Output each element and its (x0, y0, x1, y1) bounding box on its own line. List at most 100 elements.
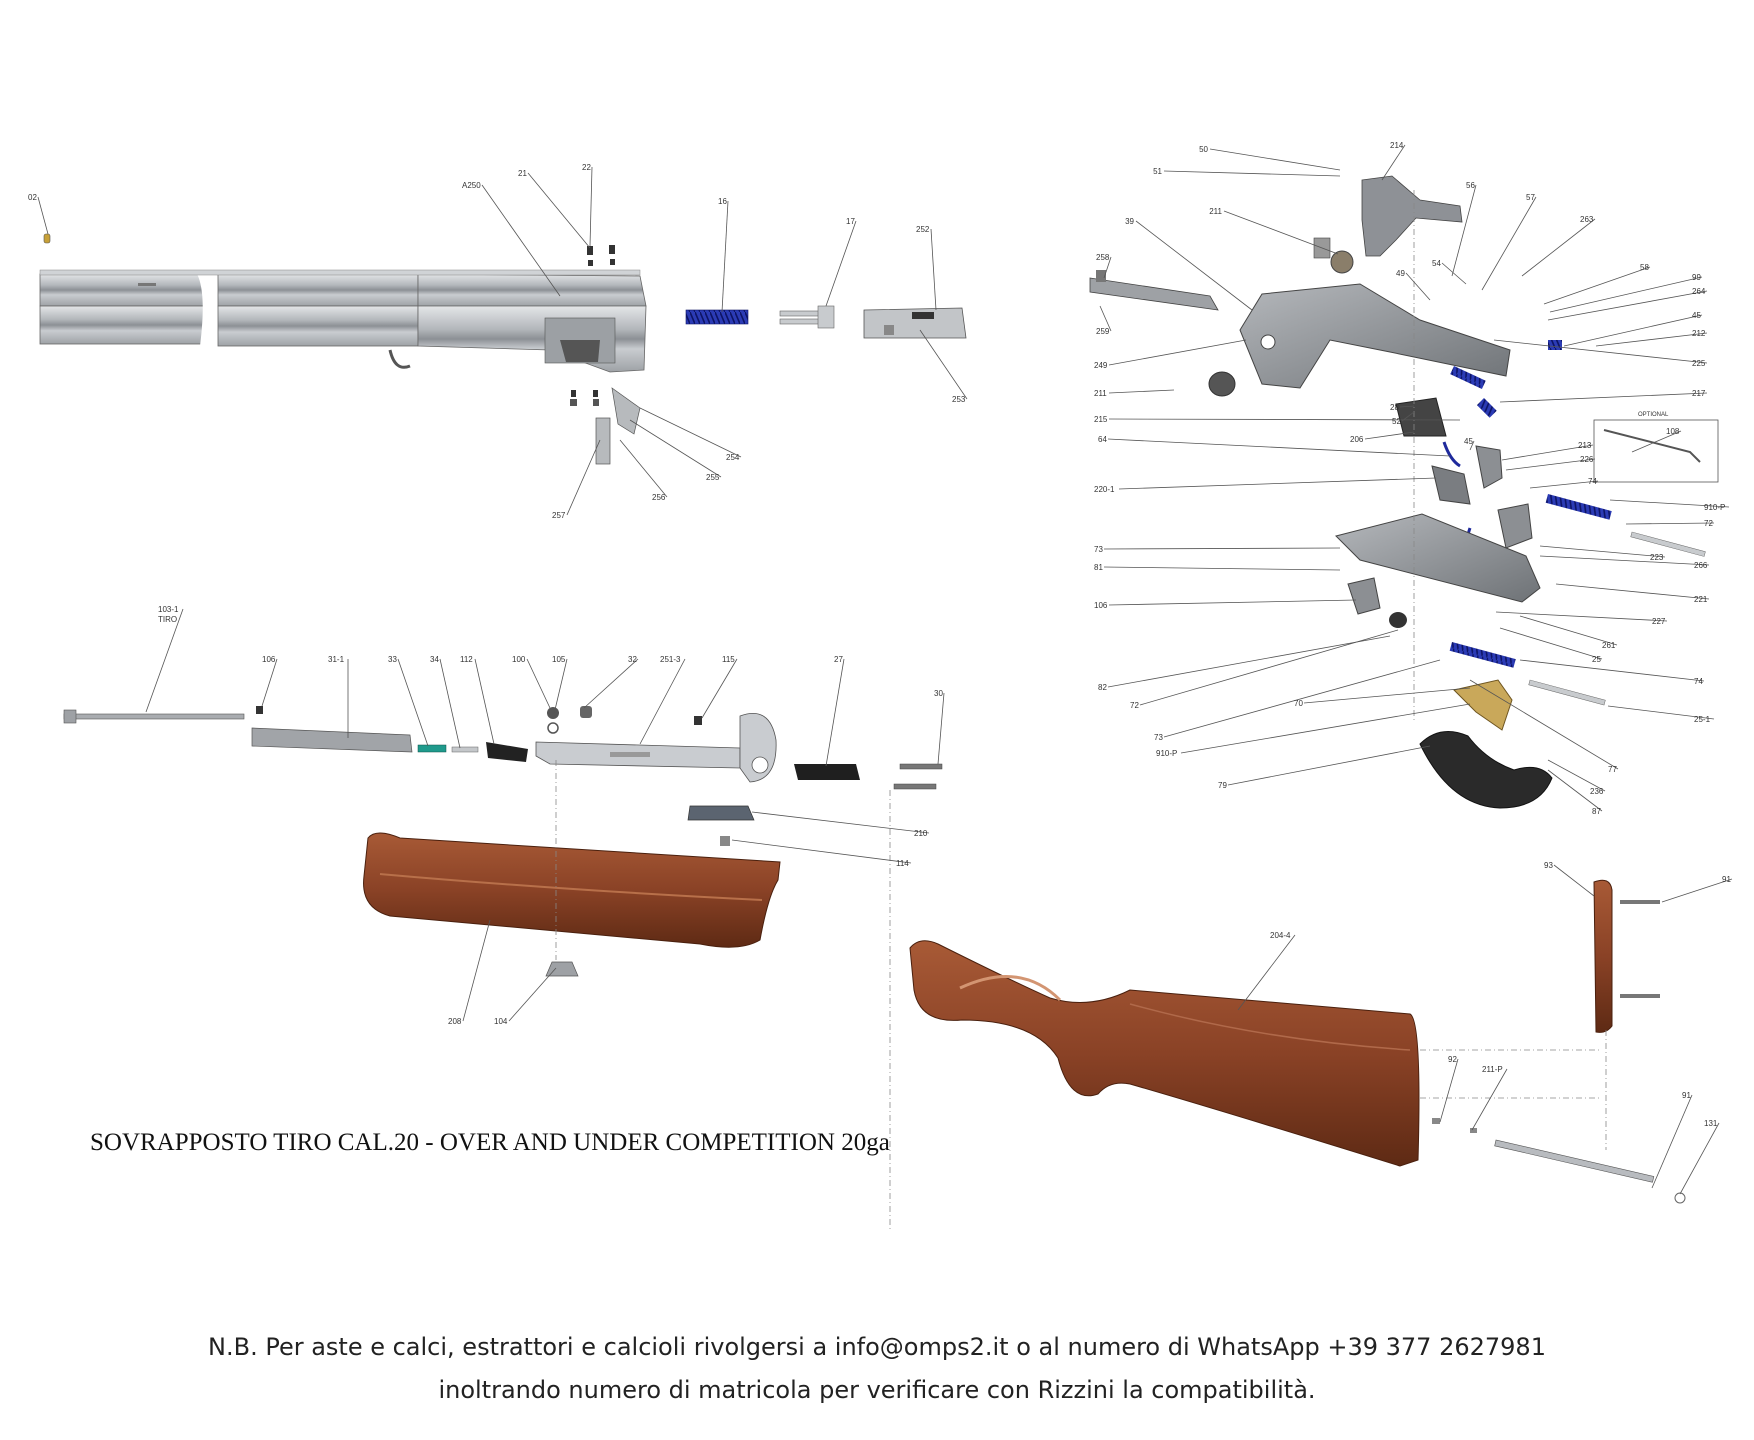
bar-258-259 (1089, 277, 1219, 311)
leader-action-14 (1595, 332, 1708, 347)
leader-action-4 (1451, 184, 1477, 277)
leader-action-20 (1499, 392, 1708, 403)
leader-action-33 (1625, 522, 1715, 525)
leader-action-41 (1519, 615, 1618, 646)
part-label-barrel-2: 21 (518, 169, 527, 178)
washer-131 (1674, 1192, 1686, 1204)
part-label-action-9: 54 (1432, 259, 1441, 268)
part-label-action-15: 225 (1692, 359, 1706, 368)
leader-action-6 (1521, 218, 1596, 277)
part-label-action-44: 74 (1694, 677, 1703, 686)
leader-action-26 (1469, 440, 1475, 451)
leader-action-16 (1103, 256, 1112, 279)
leader-stock-1 (1661, 878, 1733, 903)
leader-stock-4 (1471, 1068, 1508, 1131)
part-label-forend-7: 100 (512, 655, 526, 664)
part-label-action-52: 236 (1590, 787, 1604, 796)
cam-211 (1330, 250, 1354, 274)
part-label-action-50: 77 (1608, 765, 1617, 774)
leader-barrel-8 (639, 407, 742, 458)
part-label-action-31: 74 (1588, 477, 1597, 486)
pin-73b (1528, 679, 1606, 706)
part-label-action-51: 79 (1218, 781, 1227, 790)
leader-action-12 (1547, 290, 1708, 321)
leader-action-3 (1223, 210, 1339, 255)
part-label-forend-13: 30 (934, 689, 943, 698)
part-label-action-12: 264 (1692, 287, 1706, 296)
part-label-forend-9: 32 (628, 655, 637, 664)
part-label-action-10: 58 (1640, 263, 1649, 272)
part-label-barrel-11: 257 (552, 511, 566, 520)
part-label-barrel-6: 252 (916, 225, 930, 234)
part-label-forend-2: 106 (262, 655, 276, 664)
part-label-action-33: 72 (1704, 519, 1713, 528)
part-labels: 02A25021221617252253254255256257103-1TIR… (28, 141, 1731, 1128)
part-label-action-43: 82 (1098, 683, 1107, 692)
part-label-barrel-5: 17 (846, 217, 855, 226)
part-label-action-28: 226 (1580, 455, 1594, 464)
leader-action-17 (1099, 305, 1112, 332)
diagram-title: SOVRAPPOSTO TIRO CAL.20 - OVER AND UNDER… (90, 1129, 890, 1156)
leader-action-49 (1180, 703, 1471, 754)
part-label-stock-4: 211-P (1482, 1065, 1503, 1074)
leader-action-37 (1103, 566, 1341, 571)
leader-action-35 (1539, 545, 1666, 558)
leader-action-2 (1163, 170, 1341, 177)
part-label-barrel-10: 256 (652, 493, 666, 502)
part-label-stock-5: 91 (1682, 1091, 1691, 1100)
stock-wood-204-4 (909, 940, 1420, 1167)
barrels (39, 267, 647, 373)
screw-114 (720, 836, 730, 846)
part-label-action-35: 223 (1650, 553, 1664, 562)
leader-barrel-11 (566, 439, 601, 516)
leader-forend-11 (701, 658, 738, 719)
optional-label: OPTIONAL (1638, 412, 1669, 418)
leader-forend-5 (439, 658, 461, 749)
leader-forend-16 (462, 919, 491, 1022)
leader-forend-10 (639, 658, 686, 745)
leader-stock-0 (1553, 864, 1595, 897)
part-label-forend-1: TIRO (158, 615, 177, 624)
leader-barrel-1 (481, 184, 561, 297)
part-label-barrel-8: 254 (726, 453, 740, 462)
part-label-forend-0: 103-1 (158, 605, 179, 614)
screw-32 (580, 706, 592, 718)
part-label-action-24: 64 (1098, 435, 1107, 444)
leader-action-18 (1108, 339, 1247, 366)
screws-21-22 (587, 245, 615, 266)
part-label-forend-12: 27 (834, 655, 843, 664)
leader-action-24 (1107, 438, 1451, 457)
part-label-barrel-7: 253 (952, 395, 966, 404)
leader-action-48 (1163, 659, 1441, 738)
leader-action-25 (1364, 431, 1415, 440)
part-label-action-1: 214 (1390, 141, 1404, 150)
part-label-action-41: 261 (1602, 641, 1616, 650)
part-label-barrel-4: 16 (718, 197, 727, 206)
part-label-action-45: 72 (1130, 701, 1139, 710)
leader-action-45 (1139, 629, 1399, 706)
spring-33 (417, 744, 447, 753)
leader-action-34 (1103, 547, 1341, 550)
leader-stock-3 (1439, 1058, 1459, 1123)
leader-forend-9 (583, 658, 639, 709)
part-label-barrel-0: 02 (28, 193, 37, 202)
leader-action-53 (1547, 769, 1603, 812)
part-label-stock-0: 93 (1544, 861, 1553, 870)
part-label-action-38: 221 (1694, 595, 1708, 604)
part-label-action-48: 73 (1154, 733, 1163, 742)
part-label-action-53: 87 (1592, 807, 1601, 816)
leader-action-47 (1607, 705, 1715, 720)
leader-action-51 (1227, 745, 1431, 786)
part-label-action-27: 213 (1578, 441, 1592, 450)
stock-bolt-91 (1494, 1139, 1655, 1183)
part-label-action-19: 211 (1094, 389, 1107, 398)
leader-action-1 (1381, 144, 1406, 181)
leader-action-10 (1543, 266, 1651, 305)
part-label-forend-17: 104 (494, 1017, 508, 1026)
part-label-action-8: 49 (1396, 269, 1405, 278)
plate-210 (687, 805, 755, 821)
iron-251-3 (535, 712, 777, 783)
footer-line-1: N.B. Per aste e calci, estrattori e calc… (208, 1333, 1546, 1361)
part-label-action-23: 52 (1392, 417, 1401, 426)
part-label-action-30: 220-1 (1094, 485, 1115, 494)
